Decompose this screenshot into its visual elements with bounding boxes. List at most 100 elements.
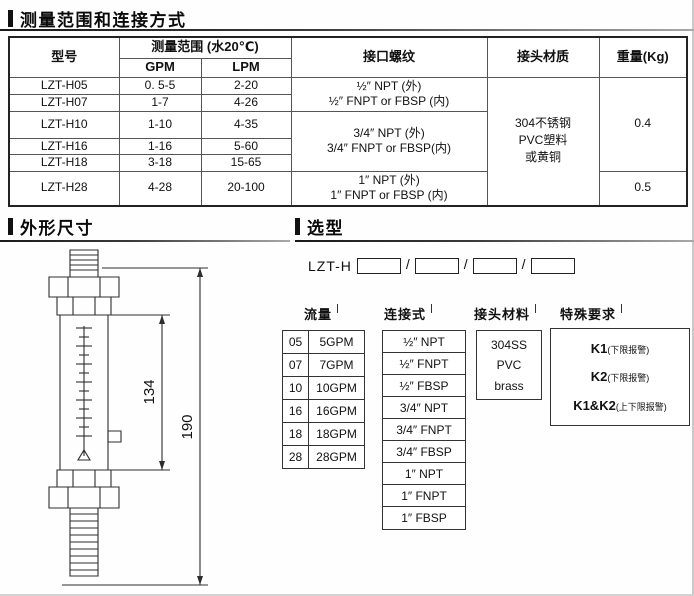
flow-code: 16 (282, 399, 309, 423)
flow-code: 10 (282, 376, 309, 400)
range-label: 测量范围 (151, 39, 204, 55)
material-option: PVC (496, 358, 522, 372)
thread-cell-three-quarter-inch: 3/4″ NPT (外) 3/4″ FNPT or FBSP(内) (290, 110, 488, 173)
top-coupling (57, 297, 111, 315)
flow-code: 05 (282, 330, 309, 354)
material-cell: 304不锈钢 PVC塑料 或黄铜 (486, 76, 600, 207)
connection-option: 1″ NPT (383, 463, 465, 485)
material-option: 304SS (490, 337, 528, 352)
connection-label: 连接式 (384, 304, 433, 323)
gpm-cell: 4-28 (118, 171, 202, 207)
model-cell: LZT-H28 (8, 171, 120, 207)
model-cell: LZT-H05 (8, 76, 120, 95)
gpm-cell: 0. 5-5 (118, 76, 202, 95)
flow-value: 7GPM (308, 353, 365, 377)
flow-value: 18GPM (308, 422, 365, 446)
range-note: (水20℃) (206, 39, 259, 55)
thread-line-1: 1″ NPT (外) (358, 173, 420, 188)
material-label: 接头材料 (474, 304, 537, 323)
flow-value: 10GPM (308, 376, 365, 400)
lpm-cell: 4-26 (200, 93, 292, 112)
flow-value: 5GPM (308, 330, 365, 354)
model-cell: LZT-H18 (8, 154, 120, 173)
thread-line-1: ½″ NPT (外) (356, 78, 422, 93)
bottom-coupling (57, 470, 111, 487)
flow-label: 流量 (304, 304, 339, 323)
table-header-row-1: 型号 测量范围 (水20℃) 接口螺纹 接头材质 重量(Kg) (8, 36, 688, 78)
table-row: LZT-H18 3-18 15-65 (8, 154, 687, 173)
material-options-box: 304SS PVC brass (476, 330, 542, 400)
lpm-cell: 20-100 (200, 171, 292, 207)
section-dims-rule (0, 240, 290, 242)
model-cell: LZT-H16 (8, 137, 120, 156)
code-separator: / (521, 256, 526, 272)
thread-cell-one-inch: 1″ NPT (外) 1″ FNPT or FBSP (内) (290, 171, 488, 207)
connection-option: ½″ FBSP (383, 375, 465, 397)
code-box-material (472, 258, 517, 274)
side-lug (108, 431, 121, 442)
special-note: (下限报警) (607, 344, 650, 355)
leader-tick (431, 304, 433, 313)
special-label: 特殊要求 (560, 304, 623, 323)
connection-option: 3/4″ NPT (383, 397, 465, 419)
heading-bar-icon (8, 218, 13, 235)
table-row: LZT-H28 4-28 20-100 1″ NPT (外) 1″ FNPT o… (8, 171, 688, 207)
col-header-weight: 重量(Kg) (598, 36, 688, 78)
section-spec-rule (0, 29, 694, 31)
dimension-190-label: 190 (179, 414, 196, 439)
table-row: LZT-H10 1-10 4-35 3/4″ NPT (外) 3/4″ FNPT… (8, 110, 687, 173)
code-separator: / (405, 256, 410, 272)
ordering-code-line: LZT-H / / / (308, 256, 575, 274)
flow-code: 28 (282, 445, 309, 469)
thread-line-2: 1″ FNPT or FBSP (内) (330, 187, 448, 202)
section-selection-title: 选型 (307, 219, 344, 238)
flow-code: 18 (282, 422, 309, 446)
special-option: K1(下限报警) (591, 340, 650, 358)
section-spec-title: 测量范围和连接方式 (20, 11, 187, 30)
col-header-range: 测量范围 (水20℃) (118, 36, 292, 59)
leader-tick (621, 304, 623, 313)
special-note: (上下限报警) (615, 401, 667, 412)
gpm-cell: 1-10 (118, 110, 202, 139)
col-header-model: 型号 (8, 36, 120, 78)
float-indicator (78, 450, 90, 460)
flow-value: 28GPM (308, 445, 365, 469)
col-header-material: 接头材质 (486, 36, 600, 78)
dimension-134-label: 134 (141, 379, 158, 404)
table-row: LZT-H05 0. 5-5 2-20 ½″ NPT (外) ½″ FNPT o… (8, 76, 688, 207)
section-dims-title: 外形尺寸 (20, 219, 94, 238)
material-option: brass (494, 378, 524, 393)
spec-table: 型号 测量范围 (水20℃) 接口螺纹 接头材质 重量(Kg) GPM LPM … (8, 36, 689, 207)
special-code: K2 (590, 369, 608, 384)
heading-bar-icon (8, 10, 13, 27)
flow-value: 16GPM (308, 399, 365, 423)
connection-option: 1″ FNPT (383, 485, 465, 507)
model-cell: LZT-H07 (8, 93, 120, 112)
code-prefix: LZT-H (308, 258, 352, 274)
lpm-cell: 4-35 (200, 110, 292, 139)
code-box-special (530, 258, 575, 274)
connection-option: ½″ NPT (383, 331, 465, 353)
bottom-hex-nut (49, 487, 119, 508)
special-label-text: 特殊要求 (560, 307, 617, 322)
col-header-lpm: LPM (200, 57, 292, 78)
section-spec-heading: 测量范围和连接方式 (8, 6, 187, 31)
weight-cell-05: 0.5 (598, 171, 688, 207)
lpm-cell: 5-60 (200, 137, 292, 156)
material-line-2: PVC塑料 (518, 133, 568, 148)
connection-option: 1″ FBSP (401, 511, 447, 525)
model-cell: LZT-H10 (8, 110, 120, 139)
lpm-cell: 2-20 (200, 76, 292, 95)
leader-tick (535, 304, 537, 313)
connection-option: 3/4″ FNPT (383, 419, 465, 441)
thread-line-2: ½″ FNPT or FBSP (内) (328, 93, 450, 108)
connection-option: 3/4″ FBSP (383, 441, 465, 463)
material-line-1: 304不锈钢 (515, 116, 572, 131)
